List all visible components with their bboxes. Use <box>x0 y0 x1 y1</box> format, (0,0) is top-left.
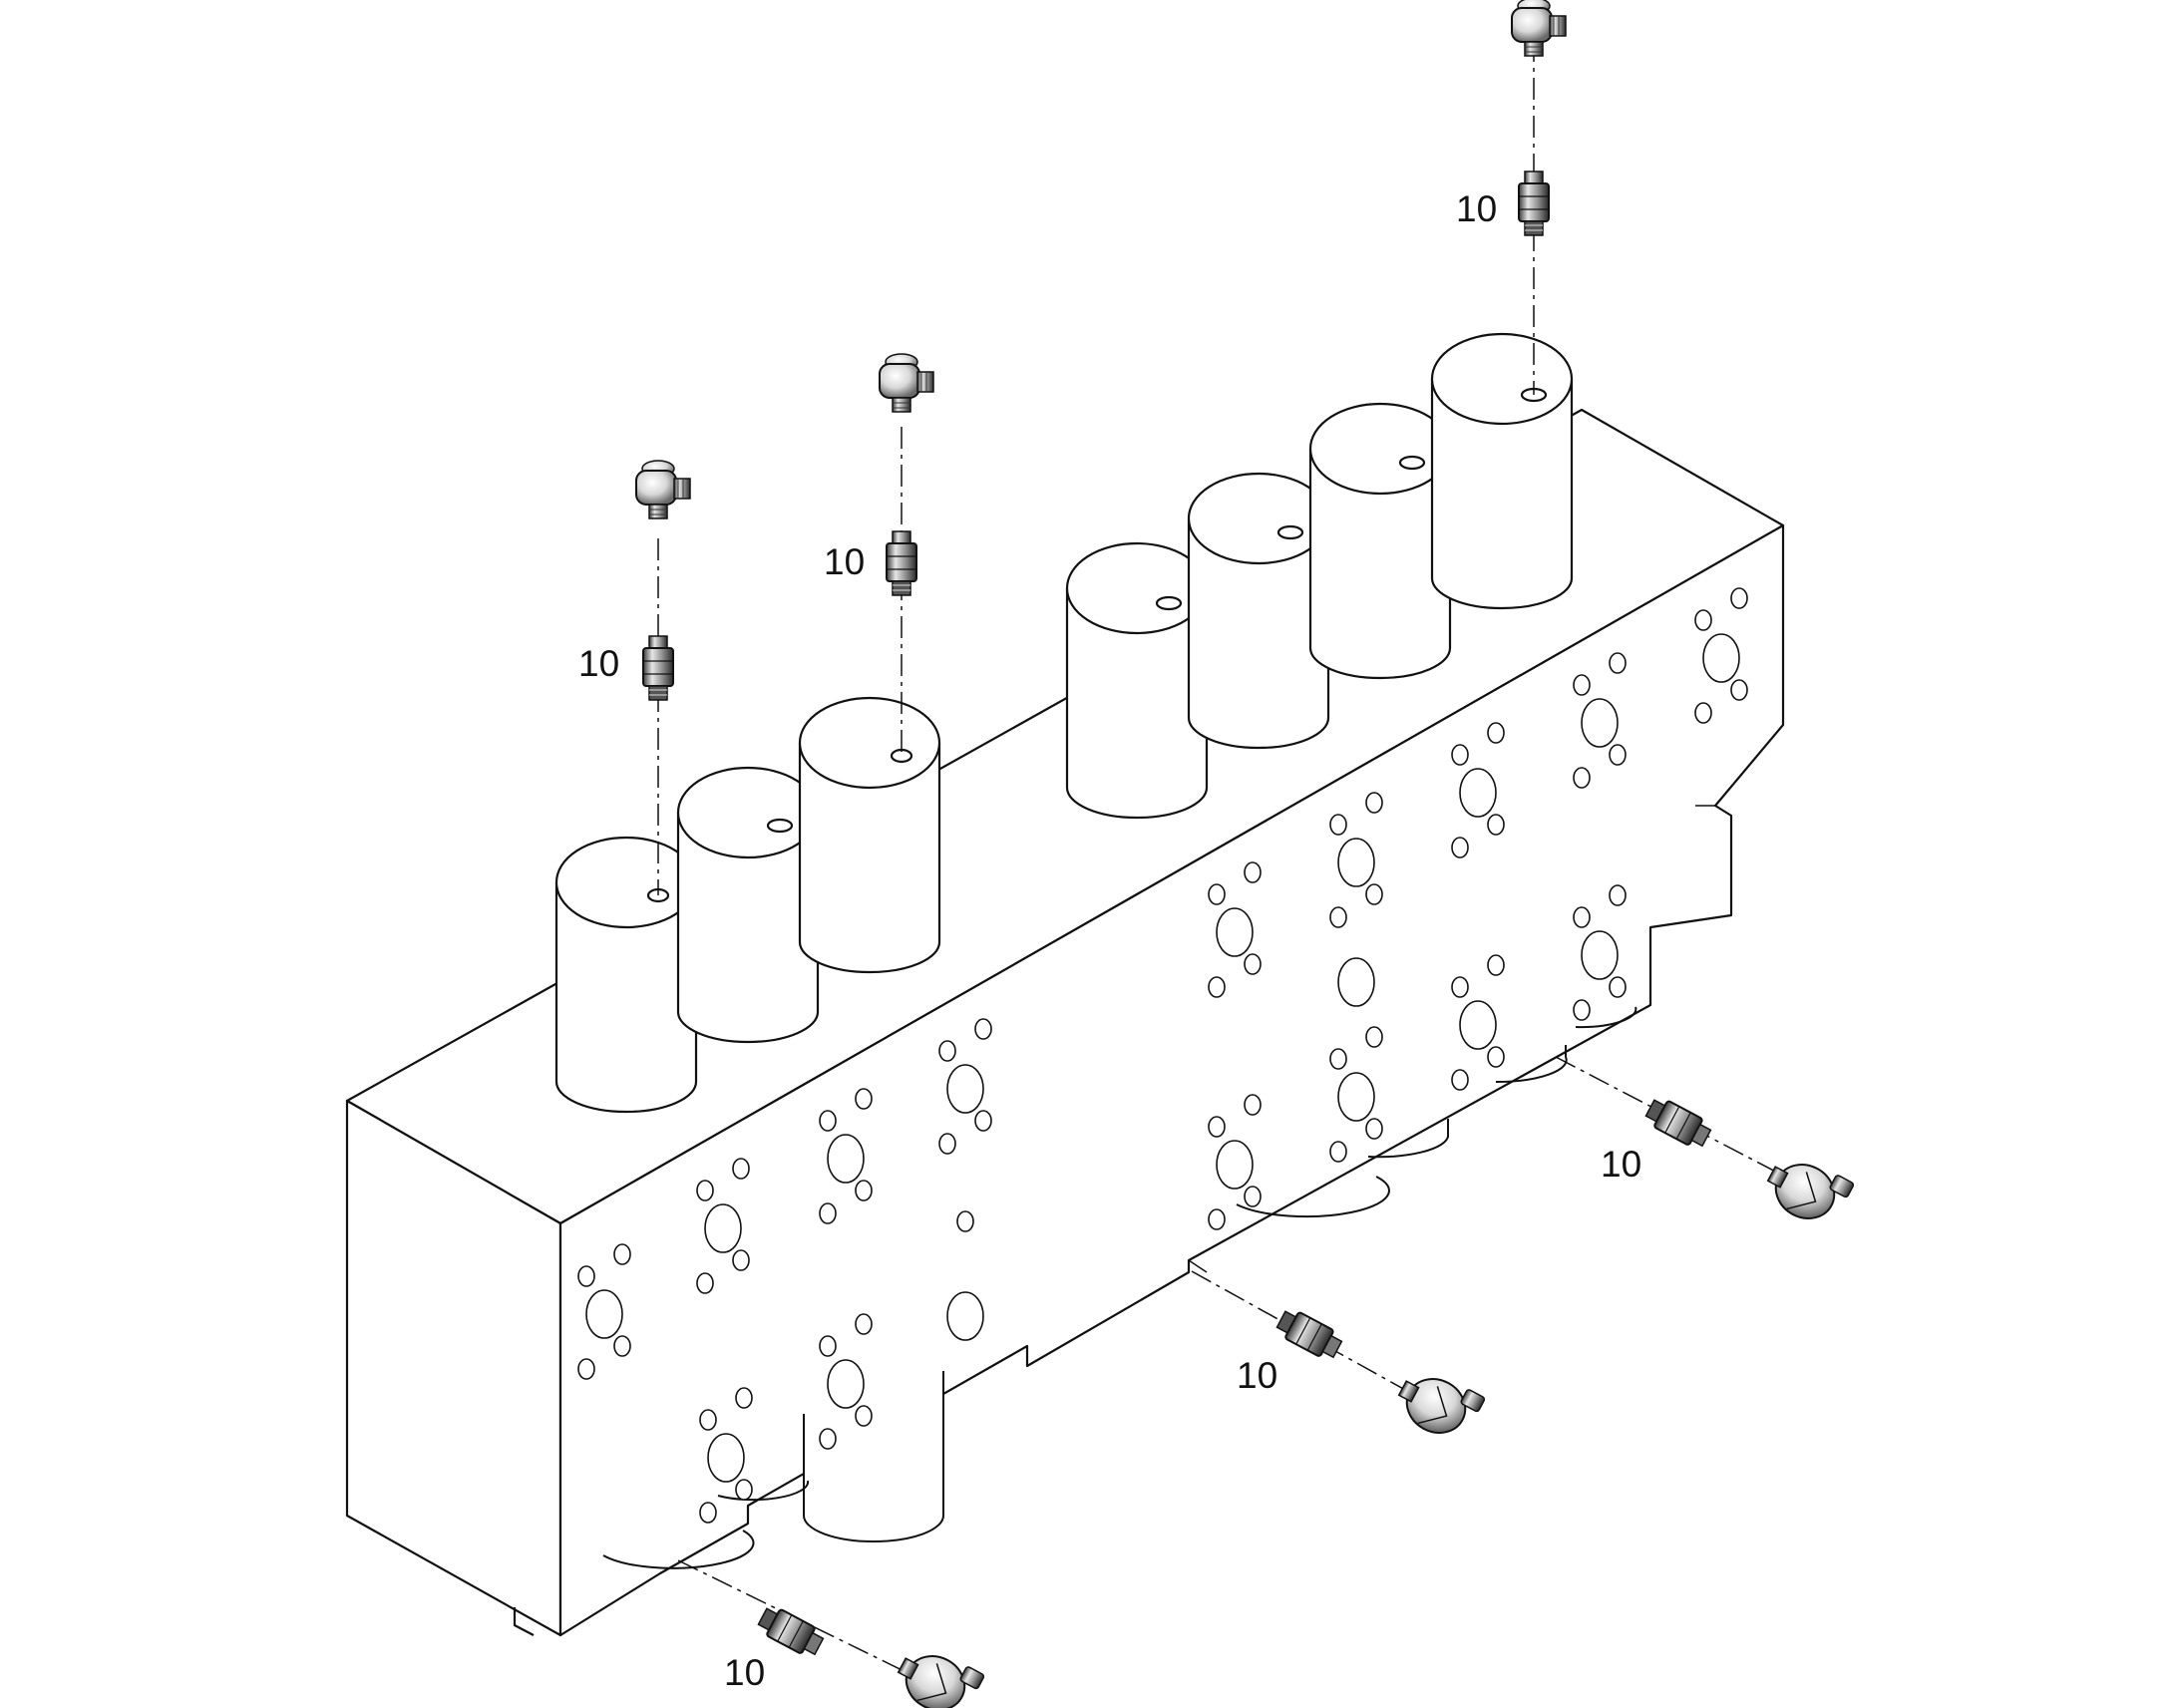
port-pattern-6 <box>1329 792 1383 928</box>
cartridge-6 <box>1308 402 1452 680</box>
valve-cartridges <box>554 332 1574 1114</box>
port-pattern-12 <box>1208 1094 1262 1230</box>
callout-label: 10 <box>824 541 865 582</box>
cartridge-3 <box>798 696 941 974</box>
bottom-cylinders <box>602 1006 1637 1569</box>
port-pattern-15 <box>1573 884 1627 1021</box>
adapter-fitting-icon <box>754 1601 828 1661</box>
port-pattern-3 <box>819 1088 873 1224</box>
adapter-fitting-icon <box>642 635 674 701</box>
cartridge-5 <box>1187 472 1330 750</box>
cartridge-2 <box>676 766 820 1044</box>
block-end-notch <box>513 1607 535 1636</box>
callout-label: 10 <box>1237 1355 1277 1396</box>
callout-label: 10 <box>724 1652 765 1693</box>
port-pattern-9 <box>1694 587 1748 724</box>
port-pattern-2 <box>696 1158 750 1294</box>
fitting-stack-5 <box>1272 1304 1487 1449</box>
port-pattern-14 <box>1451 954 1505 1091</box>
adapter-fitting-icon <box>1641 1093 1715 1153</box>
single-port-center <box>1337 957 1375 1007</box>
fitting-stack-4 <box>1641 1093 1856 1234</box>
fitting-stack-2 <box>879 353 934 596</box>
elbow-fitting-icon <box>1758 1146 1856 1234</box>
callout-label: 10 <box>1456 188 1497 229</box>
port-holes <box>577 587 1748 1524</box>
adapter-fitting-icon <box>1518 171 1550 236</box>
port-pattern-11 <box>819 1313 873 1450</box>
port-pattern-7 <box>1451 722 1505 858</box>
port-pattern-5 <box>1208 861 1262 998</box>
fitting-stack-3 <box>1511 0 1567 236</box>
port-pattern-4 <box>938 1018 992 1155</box>
port-pattern-10 <box>699 1387 753 1524</box>
single-port-small <box>956 1210 974 1232</box>
elbow-fitting-icon <box>635 460 691 519</box>
elbow-fitting-icon <box>1389 1360 1487 1449</box>
callout-label: 10 <box>1601 1144 1641 1185</box>
elbow-fitting-icon <box>1511 0 1567 57</box>
port-pattern-8 <box>1573 652 1627 789</box>
callout-labels: 10 10 10 10 10 10 <box>578 188 1641 1693</box>
elbow-fitting-icon <box>879 353 934 413</box>
cartridge-1 <box>554 836 698 1114</box>
adapter-fitting-icon <box>1272 1304 1346 1364</box>
elbow-fitting-icon <box>889 1637 986 1708</box>
cartridge-4 <box>1065 541 1209 820</box>
port-pattern-13 <box>1329 1026 1383 1163</box>
port-pattern-1 <box>577 1243 631 1380</box>
single-port <box>946 1291 984 1341</box>
fitting-stack-6 <box>754 1601 986 1708</box>
fitting-stack-1 <box>635 460 691 701</box>
cartridge-7 <box>1430 332 1574 610</box>
adapter-fitting-icon <box>886 530 917 596</box>
callout-label: 10 <box>578 643 619 684</box>
